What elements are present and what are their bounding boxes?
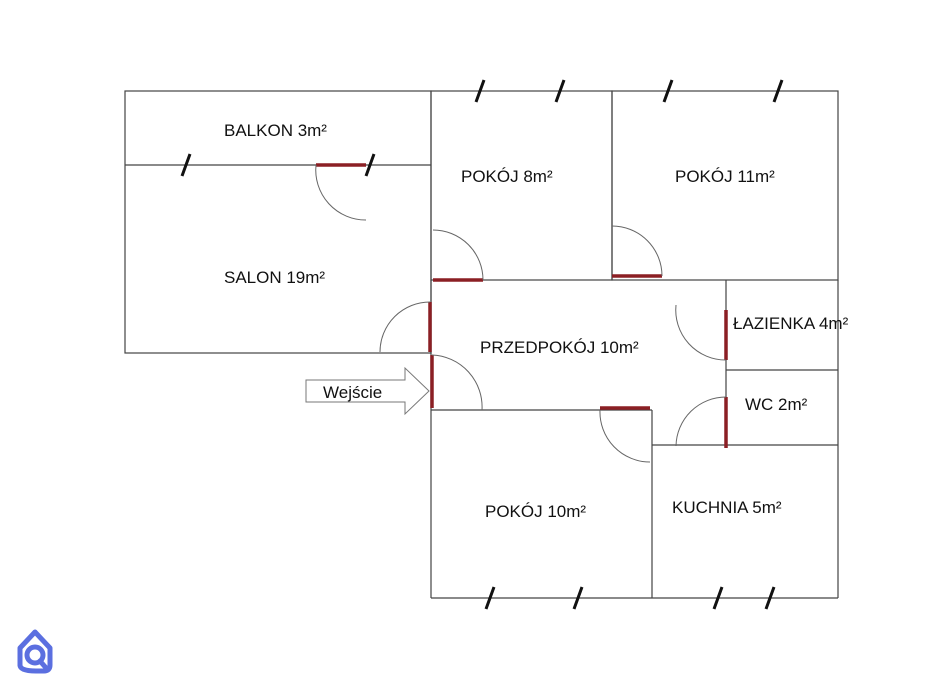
logo-icon [17,629,53,674]
room-pokoj-10: POKÓJ 10m² [485,502,586,521]
doors [315,163,728,463]
room-wc: WC 2m² [745,395,808,414]
room-przedpokoj: PRZEDPOKÓJ 10m² [480,338,639,357]
room-balkon: BALKON 3m² [224,121,327,140]
windows [180,79,784,610]
entrance-label: Wejście [323,383,382,402]
room-kuchnia: KUCHNIA 5m² [672,498,782,517]
room-pokoj-8: POKÓJ 8m² [461,167,553,186]
room-salon: SALON 19m² [224,268,325,287]
entrance-arrow-icon [305,366,430,416]
room-pokoj-11: POKÓJ 11m² [675,167,775,186]
room-lazienka: ŁAZIENKA 4m² [733,314,849,333]
